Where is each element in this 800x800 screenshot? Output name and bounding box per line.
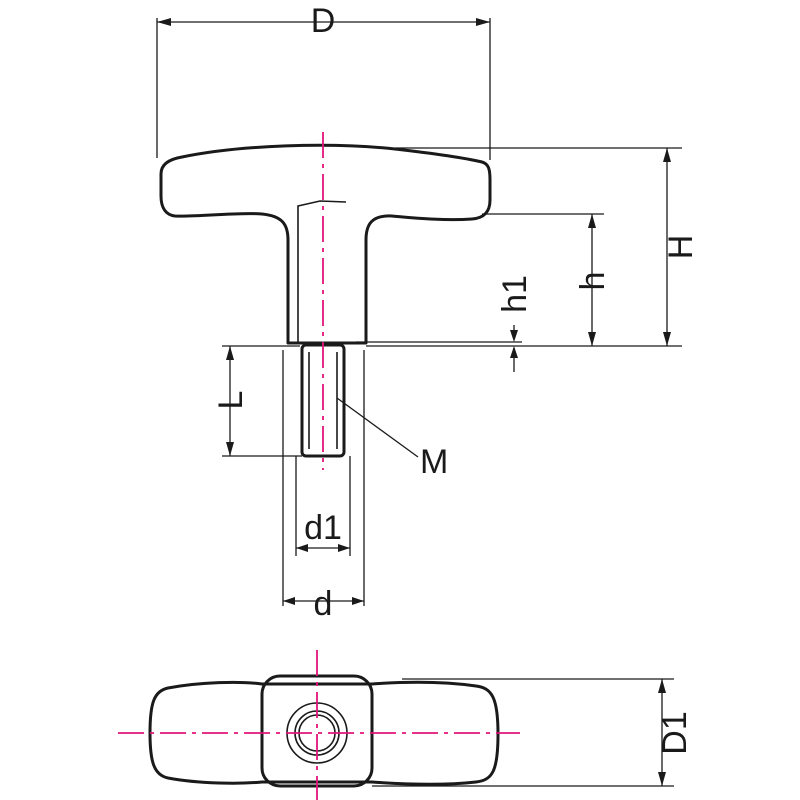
dimension-H: H (366, 147, 700, 347)
dimension-h1: h1 (356, 275, 534, 372)
dimension-L: L (212, 345, 302, 457)
label-d: d (314, 585, 333, 623)
label-h1: h1 (496, 275, 534, 313)
dimension-h: h (482, 213, 612, 346)
dimension-d1: d1 (295, 456, 351, 556)
insert-outline (297, 200, 347, 343)
knob-head-outline (159, 143, 492, 345)
label-h: h (574, 272, 612, 291)
side-view (159, 132, 492, 470)
label-L: L (212, 391, 250, 410)
label-M: M (420, 443, 448, 481)
top-view (118, 650, 520, 800)
top-view-body-outline (148, 680, 500, 786)
dimension-D: D (156, 2, 491, 160)
label-H: H (662, 235, 700, 260)
leader-M: M (336, 397, 448, 481)
label-D1: D1 (656, 711, 694, 754)
dimension-d: d (282, 350, 365, 623)
label-d1: d1 (304, 509, 342, 547)
label-D: D (311, 2, 336, 40)
dimension-D1: D1 (372, 678, 694, 787)
